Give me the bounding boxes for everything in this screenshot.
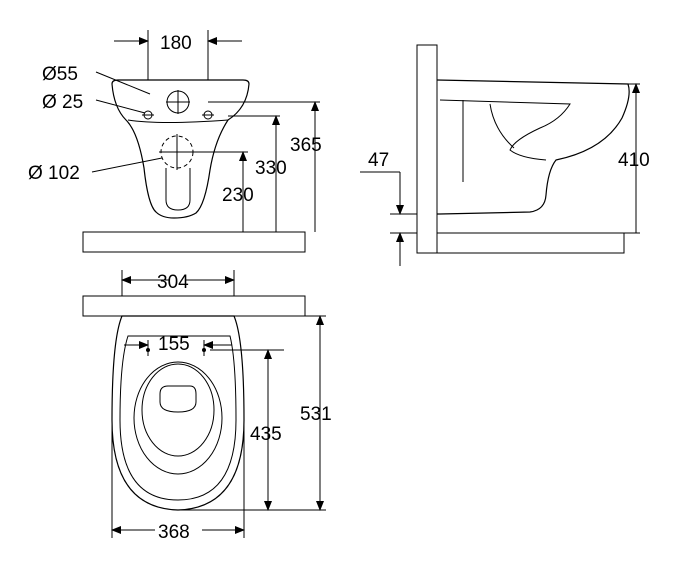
wall-hatch bbox=[416, 44, 438, 254]
dim-dia-55: Ø55 bbox=[42, 64, 78, 85]
dim-dia-25: Ø 25 bbox=[42, 92, 83, 113]
dim-230: 230 bbox=[222, 185, 254, 206]
front-bowl-inner bbox=[127, 119, 229, 123]
front-bowl-outline bbox=[111, 79, 250, 219]
dim-155: 155 bbox=[158, 334, 190, 355]
top-bowl-seat bbox=[133, 361, 223, 475]
side-bowl-inner bbox=[439, 99, 571, 161]
top-bowl-rim bbox=[119, 335, 237, 501]
floor-hatch bbox=[82, 231, 306, 253]
dim-47: 47 bbox=[368, 150, 389, 171]
side-bowl-rim bbox=[489, 103, 515, 149]
dim-531: 531 bbox=[300, 404, 332, 425]
side-floor-hatch bbox=[436, 232, 625, 254]
dim-365: 365 bbox=[290, 135, 322, 156]
top-outlet bbox=[159, 385, 197, 413]
top-bowl-inner bbox=[141, 363, 215, 457]
dim-dia-102: Ø 102 bbox=[28, 163, 80, 184]
dim-435: 435 bbox=[250, 424, 282, 445]
front-view: 180 Ø55 Ø 25 Ø 102 365 330 230 bbox=[28, 30, 322, 253]
dim-410: 410 bbox=[618, 150, 650, 171]
dim-368: 368 bbox=[158, 522, 190, 543]
side-view: 410 47 bbox=[360, 44, 650, 266]
top-wall-hatch bbox=[82, 295, 306, 317]
front-outlet-slot bbox=[165, 168, 191, 211]
dim-330: 330 bbox=[255, 158, 287, 179]
dim-304: 304 bbox=[157, 272, 189, 293]
dim-180: 180 bbox=[160, 33, 192, 54]
top-view: 304 155 531 435 368 bbox=[82, 270, 332, 543]
side-bowl-outline bbox=[436, 79, 630, 215]
